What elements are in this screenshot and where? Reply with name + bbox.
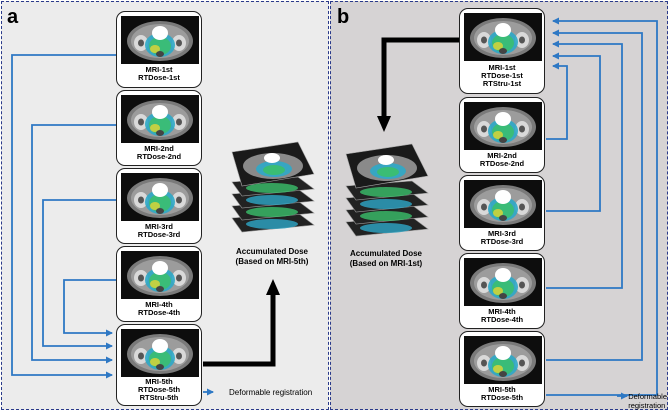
- mri-dose-thumbnail: [121, 329, 199, 377]
- card-caption-line3: RTStru-5th: [139, 393, 179, 402]
- card-a-mri-1st: MRI-1st RTDose-1st: [116, 11, 202, 88]
- accumulated-dose-label-a: Accumulated Dose (Based on MRI-5th): [222, 247, 322, 267]
- mri-dose-thumbnail: [121, 95, 199, 143]
- card-b-mri-1st: MRI-1st RTDose-1st RTStru-1st: [459, 8, 545, 94]
- card-caption-line3: RTStru-1st: [482, 79, 522, 88]
- card-caption-line2: RTDose-5th: [137, 385, 181, 394]
- card-caption-line2: RTDose-3rd: [480, 237, 524, 246]
- mri-dose-thumbnail: [464, 336, 542, 384]
- mri-dose-thumbnail: [121, 173, 199, 221]
- card-caption-line1: MRI-2nd: [487, 151, 517, 160]
- legend-b: Deformable registration: [628, 392, 667, 410]
- card-a-mri-4th: MRI-4th RTDose-4th: [116, 246, 202, 322]
- card-b-mri-3rd: MRI-3rd RTDose-3rd: [459, 175, 545, 251]
- mri-dose-thumbnail: [464, 13, 542, 61]
- card-caption-line1: MRI-1st: [145, 65, 173, 74]
- mri-dose-thumbnail: [464, 102, 542, 150]
- accumulated-title: Accumulated Dose: [235, 247, 309, 256]
- card-caption-line1: MRI-4th: [145, 300, 173, 309]
- accumulated-basis: (Based on MRI-1st): [349, 259, 423, 268]
- mri-dose-thumbnail: [121, 16, 199, 64]
- card-caption-line1: MRI-1st: [488, 63, 516, 72]
- card-caption-line1: MRI-4th: [488, 307, 516, 316]
- card-caption-line2: RTDose-4th: [480, 315, 524, 324]
- card-caption-line1: MRI-5th: [488, 385, 516, 394]
- mri-dose-thumbnail: [121, 251, 199, 299]
- card-caption-line2: RTDose-3rd: [137, 230, 181, 239]
- card-caption-line2: RTDose-2nd: [136, 152, 182, 161]
- card-caption-line1: MRI-2nd: [144, 144, 174, 153]
- legend-a: Deformable registration: [229, 388, 313, 397]
- card-caption-line1: MRI-5th: [145, 377, 173, 386]
- card-a-mri-3rd: MRI-3rd RTDose-3rd: [116, 168, 202, 244]
- card-b-mri-5th: MRI-5th RTDose-5th: [459, 331, 545, 407]
- card-b-mri-2nd: MRI-2nd RTDose-2nd: [459, 97, 545, 173]
- card-b-mri-4th: MRI-4th RTDose-4th: [459, 253, 545, 329]
- card-caption-line1: MRI-3rd: [488, 229, 516, 238]
- panel-a-label: a: [7, 6, 19, 28]
- card-caption-line1: MRI-3rd: [145, 222, 173, 231]
- card-caption-line2: RTDose-5th: [480, 393, 524, 402]
- accumulated-dose-label-b: Accumulated Dose (Based on MRI-1st): [336, 249, 436, 269]
- mri-dose-thumbnail: [464, 258, 542, 306]
- panel-b-label: b: [337, 6, 350, 28]
- card-caption-line2: RTDose-1st: [138, 73, 180, 82]
- card-a-mri-2nd: MRI-2nd RTDose-2nd: [116, 90, 202, 166]
- card-caption-line2: RTDose-1st: [481, 71, 523, 80]
- mri-dose-thumbnail: [464, 180, 542, 228]
- accumulated-basis: (Based on MRI-5th): [235, 257, 309, 266]
- accumulated-title: Accumulated Dose: [349, 249, 423, 258]
- card-caption-line2: RTDose-2nd: [479, 159, 525, 168]
- card-a-mri-5th: MRI-5th RTDose-5th RTStru-5th: [116, 324, 202, 406]
- card-caption-line2: RTDose-4th: [137, 308, 181, 317]
